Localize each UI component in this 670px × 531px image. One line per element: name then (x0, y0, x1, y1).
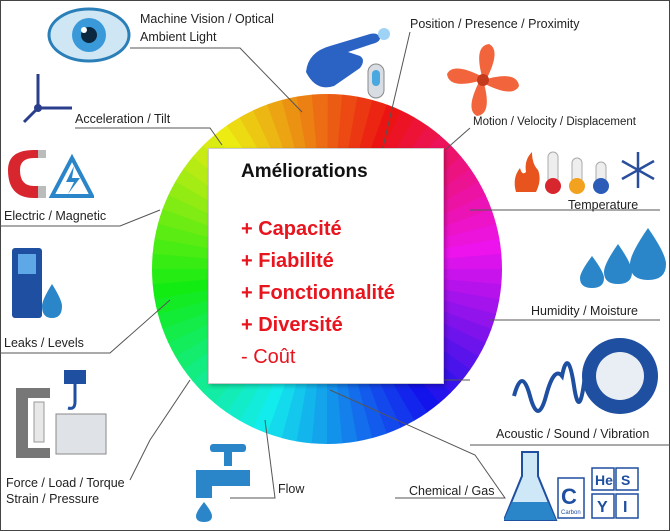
thermometer-icon (514, 151, 609, 194)
periodic-cell-i: I (623, 499, 627, 516)
label-humidity: Humidity / Moisture (531, 304, 638, 318)
improvement-diversity: + Diversité (241, 314, 343, 336)
label-electric: Electric / Magnetic (4, 209, 107, 223)
hook-icon (64, 370, 86, 410)
tank-icon (12, 248, 62, 318)
label-acceleration: Acceleration / Tilt (75, 112, 171, 126)
connector-lines (0, 31, 670, 499)
sound-wave-icon (512, 338, 658, 414)
label-position: Position / Presence / Proximity (410, 17, 580, 31)
label-force: Force / Load / Torque (6, 476, 125, 490)
periodic-cell-carbon-name: Carbon (561, 510, 581, 516)
periodic-cell-s: S (621, 472, 630, 488)
periodic-cell-carbon: C (561, 484, 577, 509)
label-flow: Flow (278, 482, 305, 496)
label-machine-vision: Machine Vision / Optical (140, 12, 274, 26)
axes-icon (22, 74, 72, 124)
improvement-functionality: + Fonctionnalité (241, 282, 395, 304)
label-acoustic: Acoustic / Sound / Vibration (496, 427, 650, 441)
improvements-title: Améliorations (241, 161, 368, 182)
improvement-capacity: + Capacité (241, 218, 342, 240)
clamp-icon (16, 388, 107, 458)
label-leaks: Leaks / Levels (4, 336, 84, 350)
finger-touch-icon (306, 28, 390, 99)
label-chemical: Chemical / Gas (409, 484, 495, 498)
label-motion: Motion / Velocity / Displacement (473, 116, 636, 128)
droplets-icon (580, 228, 666, 288)
eye-icon (47, 7, 131, 63)
improvement-cost: - Coût (241, 346, 296, 368)
label-ambient-light: Ambient Light (140, 30, 217, 44)
periodic-cell-he: He (595, 472, 613, 488)
periodic-cell-y: Y (597, 499, 608, 516)
improvement-reliability: + Fiabilité (241, 250, 334, 272)
magnet-icon (8, 150, 94, 198)
label-temperature: Temperature (568, 198, 639, 212)
label-strain: Strain / Pressure (6, 492, 100, 506)
improvements-box: Améliorations + Capacité + Fiabilité + F… (208, 148, 444, 384)
faucet-icon (196, 444, 250, 522)
fan-icon (447, 44, 519, 116)
flask-icon: C Carbon He S Y I (504, 451, 639, 521)
snowflake-icon (621, 152, 655, 188)
